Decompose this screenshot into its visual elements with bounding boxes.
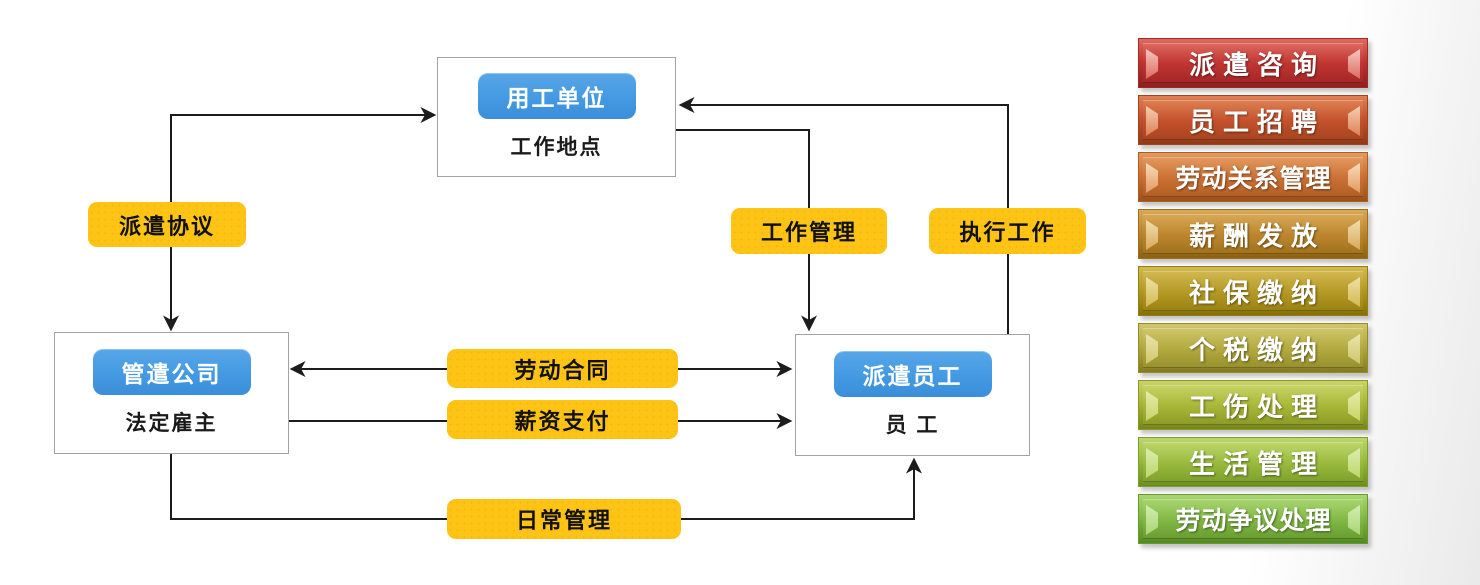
service-item-label: 个税缴纳: [1188, 335, 1325, 365]
service-item-label: 社保缴纳: [1188, 278, 1325, 308]
service-item-label: 工伤处理: [1188, 392, 1325, 422]
node-employer: 用工单位 工作地点: [437, 57, 676, 177]
employer-pill: 用工单位: [477, 73, 636, 119]
worker-subtitle: 员 工: [885, 414, 940, 437]
agency-subtitle: 法定雇主: [125, 412, 218, 435]
service-item-face: 生活管理: [1143, 442, 1363, 482]
worker-pill: 派遣员工: [833, 351, 992, 397]
arrow-execute-work: [678, 97, 1009, 334]
service-item-face: 劳动关系管理: [1143, 157, 1363, 197]
service-item: 员工招聘: [1138, 95, 1368, 145]
service-item: 生活管理: [1138, 437, 1368, 487]
employer-subtitle: 工作地点: [510, 136, 603, 159]
service-item-face: 社保缴纳: [1143, 271, 1363, 311]
agency-pill: 管遣公司: [92, 349, 251, 395]
arrow-dispatch-agreement: [163, 107, 437, 332]
service-item-label: 劳动争议处理: [1175, 508, 1332, 535]
node-agency: 管遣公司 法定雇主: [54, 332, 289, 454]
arrow-work-management: [674, 129, 817, 332]
edge-label-work-management: 工作管理: [731, 208, 887, 254]
service-item: 社保缴纳: [1138, 266, 1368, 316]
service-item-face: 薪酬发放: [1143, 214, 1363, 254]
edge-label-dispatch-agreement: 派遣协议: [88, 202, 246, 247]
service-item-label: 生活管理: [1188, 449, 1325, 479]
service-item: 派遣咨询: [1138, 38, 1368, 88]
service-item-label: 劳动关系管理: [1175, 166, 1332, 193]
service-item-label: 员工招聘: [1188, 107, 1325, 137]
service-item-face: 个税缴纳: [1143, 328, 1363, 368]
service-item-face: 派遣咨询: [1143, 43, 1363, 83]
service-item: 劳动关系管理: [1138, 152, 1368, 202]
node-worker: 派遣员工 员 工: [795, 334, 1030, 456]
service-item: 工伤处理: [1138, 380, 1368, 430]
edge-label-daily-management: 日常管理: [447, 499, 681, 539]
service-item: 劳动争议处理: [1138, 494, 1368, 544]
edge-label-salary-payment: 薪资支付: [447, 400, 678, 439]
service-item: 个税缴纳: [1138, 323, 1368, 373]
edge-label-labor-contract: 劳动合同: [447, 349, 678, 388]
service-item: 薪酬发放: [1138, 209, 1368, 259]
service-item-face: 工伤处理: [1143, 385, 1363, 425]
edge-label-execute-work: 执行工作: [929, 208, 1086, 254]
service-item-face: 劳动争议处理: [1143, 499, 1363, 539]
service-item-label: 派遣咨询: [1188, 50, 1325, 80]
service-item-label: 薪酬发放: [1188, 221, 1325, 251]
service-item-face: 员工招聘: [1143, 100, 1363, 140]
